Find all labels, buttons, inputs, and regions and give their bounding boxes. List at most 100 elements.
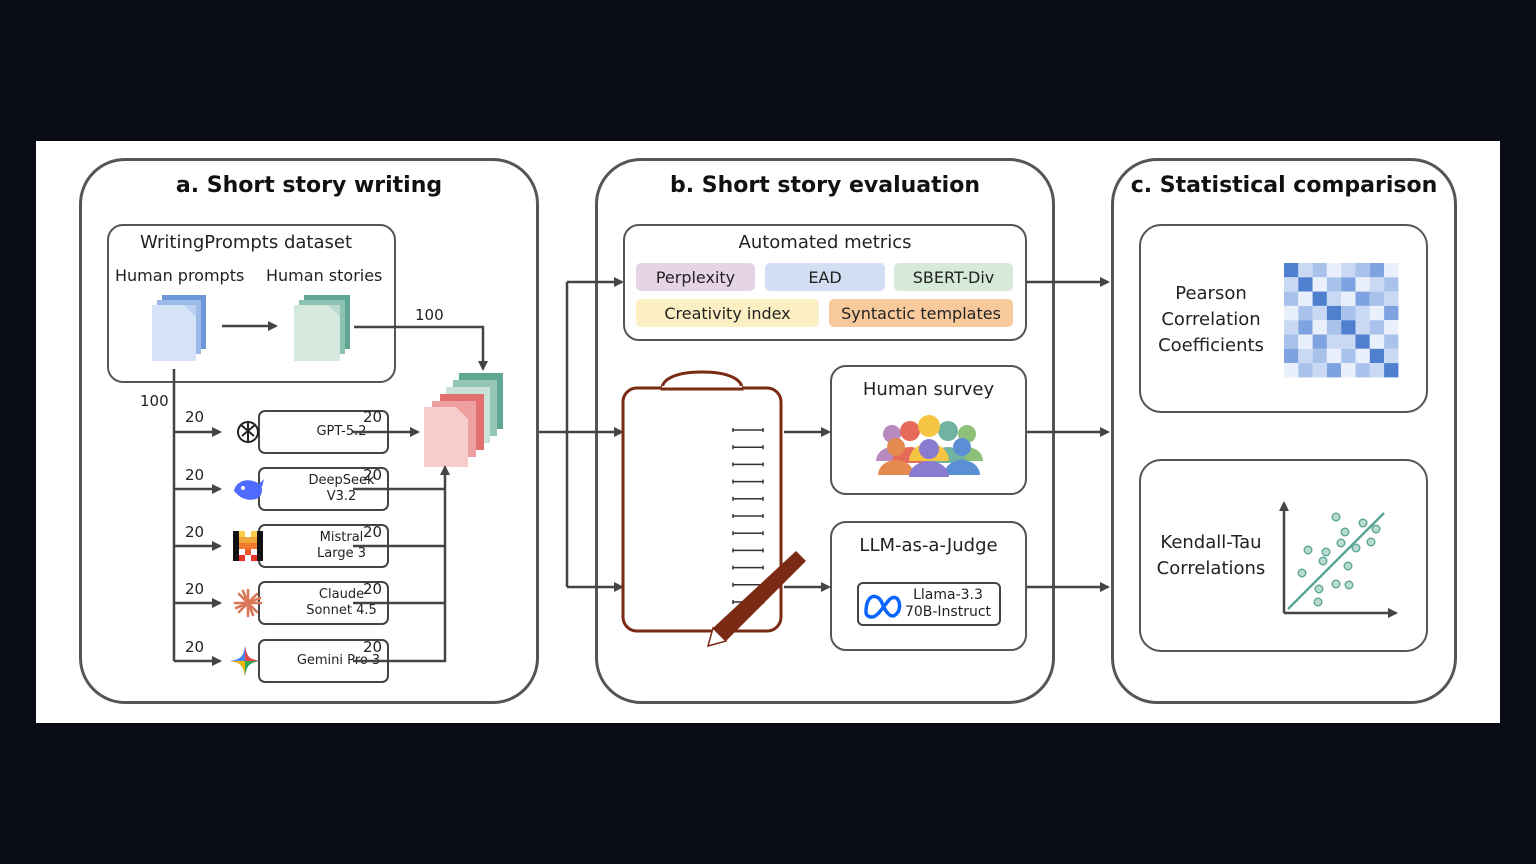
heatmap-cell [1298, 348, 1313, 364]
heatmap-cell [1312, 277, 1327, 292]
heatmap-cell [1341, 348, 1356, 364]
heatmap-cell [1298, 320, 1313, 335]
metric-ead: EAD [765, 263, 885, 291]
human-stories-label: Human stories [266, 266, 383, 285]
claude-in-count: 20 [185, 580, 205, 598]
scatter-point [1313, 597, 1323, 607]
scatter-point [1321, 547, 1331, 557]
heatmap-cell [1384, 305, 1399, 321]
scatter-point [1358, 518, 1368, 528]
heatmap-cell [1298, 305, 1313, 321]
crowd-icon [876, 415, 983, 477]
automated-metrics-title: Automated metrics [738, 232, 912, 253]
heatmap-cell [1341, 277, 1356, 292]
scatter-point [1343, 561, 1353, 571]
heatmap-cell [1355, 334, 1370, 349]
heatmap-cell [1326, 363, 1342, 378]
correlation-heatmap [1284, 263, 1399, 378]
mistral-in-count: 20 [185, 523, 205, 541]
mistral-icon [233, 531, 263, 561]
scatter-point [1351, 543, 1361, 553]
heatmap-cell [1284, 305, 1299, 321]
panel-c-title: c. Statistical comparison [1130, 173, 1438, 198]
panel-b-title: b. Short story evaluation [670, 173, 980, 198]
heatmap-cell [1355, 277, 1370, 292]
pencil-icon [706, 551, 806, 648]
heatmap-cell [1341, 291, 1356, 306]
metric-perplexity: Perplexity [636, 263, 755, 291]
metric-creativity-index: Creativity index [636, 299, 819, 327]
heatmap-cell [1326, 305, 1342, 321]
gemini-star-icon [230, 646, 260, 676]
metric-syntactic-templates: Syntactic templates [829, 299, 1013, 327]
heatmap-cell [1326, 291, 1342, 306]
human-survey-title: Human survey [862, 379, 995, 400]
heatmap-cell [1341, 334, 1356, 349]
heatmap-cell [1312, 348, 1327, 364]
deepseek-in-count: 20 [185, 466, 205, 484]
scatter-point [1314, 584, 1324, 594]
heatmap-cell [1312, 305, 1327, 321]
scatter-point [1344, 580, 1354, 590]
heatmap-cell [1312, 291, 1327, 306]
heatmap-cell [1355, 305, 1370, 321]
scatter-point [1331, 512, 1341, 522]
diagram-graphics [152, 263, 1399, 676]
human-prompts-label: Human prompts [115, 266, 245, 285]
heatmap-cell [1284, 320, 1299, 335]
heatmap-cell [1355, 320, 1370, 335]
heatmap-cell [1369, 334, 1385, 349]
deepseek-whale-icon [234, 479, 264, 500]
meta-icon [864, 594, 902, 619]
claude-burst-icon [233, 588, 263, 618]
heatmap-cell [1298, 263, 1313, 278]
heatmap-cell [1369, 263, 1385, 278]
heatmap-cell [1384, 291, 1399, 306]
heatmap-cell [1326, 320, 1342, 335]
scatter-plot-icon [1279, 501, 1398, 618]
model-deepseek-name: DeepSeek V3.2 [308, 473, 375, 504]
claude-out-count: 20 [363, 580, 383, 598]
scatter-point [1340, 527, 1350, 537]
heatmap-cell [1384, 320, 1399, 335]
heatmap-cell [1369, 348, 1385, 364]
figure-canvas: a. Short story writing WritingPrompts da… [36, 141, 1500, 723]
judge-model-name: Llama-3.3 70B-Instruct [904, 587, 992, 620]
panel-a-title: a. Short story writing [175, 173, 443, 198]
heatmap-cell [1369, 291, 1385, 306]
heatmap-cell [1384, 348, 1399, 364]
scatter-point [1297, 568, 1307, 578]
heatmap-cell [1298, 277, 1313, 292]
model-claude-box: Claude Sonnet 4.5 [258, 581, 389, 625]
pearson-label: Pearson Correlation Coefficients [1158, 283, 1264, 356]
heatmap-cell [1284, 334, 1299, 349]
heatmap-cell [1369, 320, 1385, 335]
scatter-point [1366, 537, 1376, 547]
gpt-in-count: 20 [185, 408, 205, 426]
heatmap-cell [1298, 291, 1313, 306]
heatmap-cell [1326, 348, 1342, 364]
heatmap-cell [1384, 334, 1399, 349]
heatmap-cell [1341, 263, 1356, 278]
heatmap-cell [1326, 277, 1342, 292]
count-prompts-label: 100 [140, 392, 169, 410]
llm-judge-title: LLM-as-a-Judge [859, 535, 998, 556]
count-stories-label: 100 [415, 306, 444, 324]
heatmap-cell [1355, 291, 1370, 306]
deepseek-out-count: 20 [363, 466, 383, 484]
scatter-point [1303, 545, 1313, 555]
heatmap-cell [1341, 363, 1356, 378]
heatmap-cell [1298, 334, 1313, 349]
openai-icon [237, 421, 259, 443]
heatmap-cell [1298, 363, 1313, 378]
heatmap-cell [1284, 348, 1299, 364]
gemini-out-count: 20 [363, 638, 383, 656]
human-prompts-documents [152, 295, 206, 361]
scatter-point [1318, 556, 1328, 566]
rating-clipboard [621, 370, 783, 633]
scatter-point [1331, 579, 1341, 589]
heatmap-cell [1341, 320, 1356, 335]
kendall-label: Kendall-Tau Correlations [1156, 532, 1266, 579]
generated-stories-documents [424, 373, 503, 467]
stories-to-output-arrow [354, 325, 488, 371]
